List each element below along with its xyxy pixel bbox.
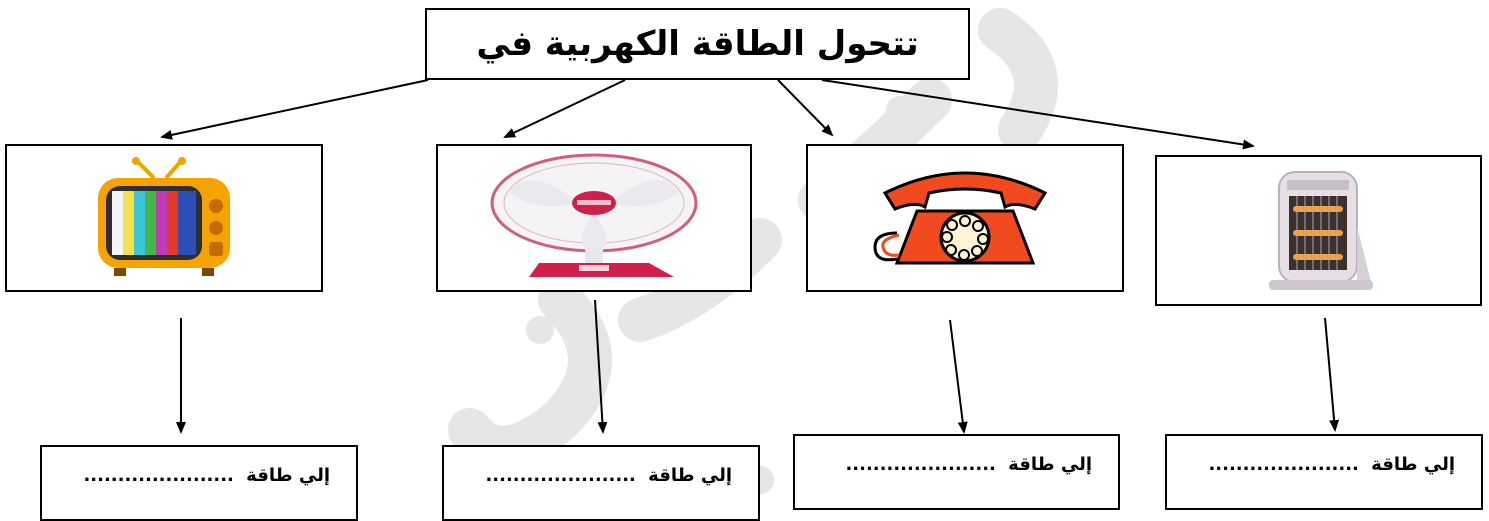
device-box-heater (1155, 155, 1482, 306)
answer-label: إلي طاقة (648, 465, 732, 486)
device-box-fan (436, 144, 752, 292)
heater-icon (1268, 170, 1373, 290)
answer-box-heater[interactable]: إلي طاقة ...................... (1165, 434, 1483, 510)
arrow-title-to-fan (503, 79, 626, 138)
answer-blank[interactable]: ...................... (83, 465, 234, 486)
answer-blank[interactable]: ...................... (1208, 454, 1359, 475)
tv-icon (98, 156, 230, 276)
arrow-fan-to-answer (594, 299, 608, 434)
answer-blank[interactable]: ...................... (845, 454, 996, 475)
arrow-telephone-to-answer (949, 319, 968, 434)
answer-label: إلي طاقة (1008, 454, 1092, 475)
arrow-heater-to-answer (1324, 317, 1340, 432)
device-box-tv (5, 144, 323, 292)
arrow-title-to-tv (160, 79, 429, 140)
telephone-icon (873, 171, 1048, 265)
answer-label: إلي طاقة (1371, 454, 1455, 475)
device-box-telephone (806, 144, 1124, 292)
answer-blank[interactable]: ...................... (485, 465, 636, 486)
arrow-title-to-telephone (777, 79, 834, 137)
answer-box-telephone[interactable]: إلي طاقة ...................... (793, 434, 1120, 510)
answer-label: إلي طاقة (246, 465, 330, 486)
page-title: تتحول الطاقة الكهربية في (476, 24, 919, 64)
title-box: تتحول الطاقة الكهربية في (425, 8, 970, 80)
fan-icon (490, 153, 698, 277)
arrow-title-to-heater (821, 79, 1255, 150)
